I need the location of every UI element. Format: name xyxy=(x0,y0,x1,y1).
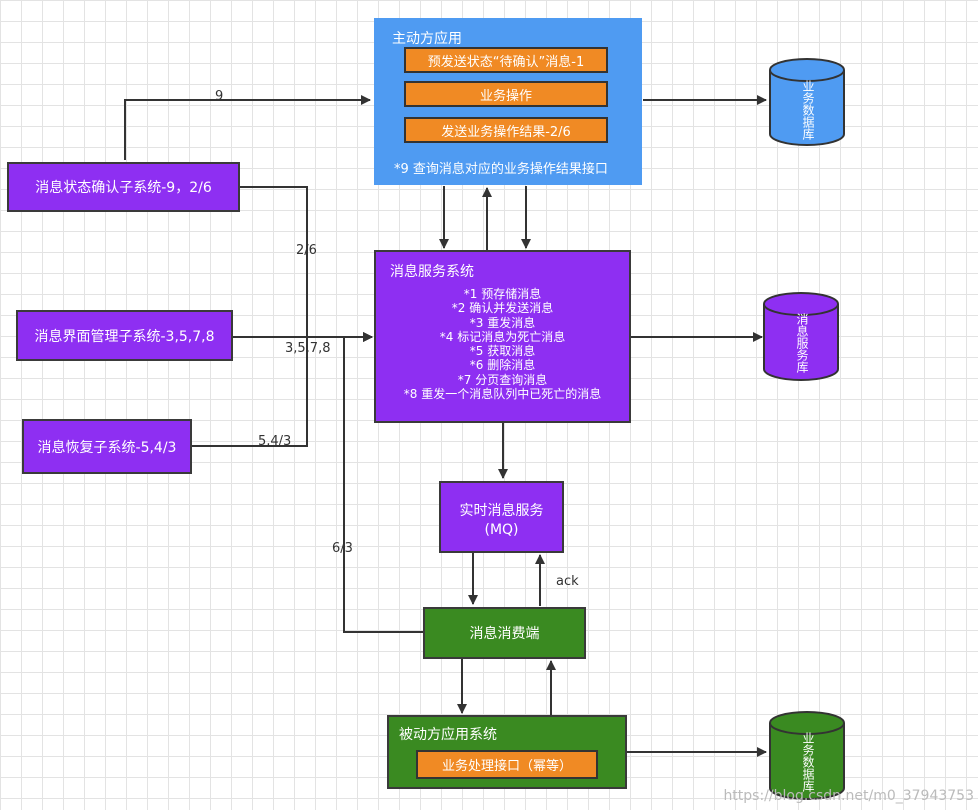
edge-label-3578: 3,5,7,8 xyxy=(285,341,331,356)
active-app-title: 主动方应用 xyxy=(392,31,462,47)
realtime-mq-box: 实时消息服务 (MQ) xyxy=(439,481,564,553)
active-app-note: *9 查询消息对应的业务操作结果接口 xyxy=(394,162,608,177)
passive-app-box: 被动方应用系统 业务处理接口（幂等） xyxy=(387,715,627,789)
msg-service-title: 消息服务系统 xyxy=(390,264,474,280)
db-business-top-label: 业务数据库 xyxy=(801,80,815,140)
msg-service-item: *4 标记消息为死亡消息 xyxy=(439,329,566,344)
msg-service-list: *1 预存储消息 *2 确认并发送消息 *3 重发消息 *4 标记消息为死亡消息… xyxy=(376,287,629,401)
active-step-presend: 预发送状态“待确认”消息-1 xyxy=(404,47,608,73)
active-step-send-result: 发送业务操作结果-2/6 xyxy=(404,117,608,143)
msg-service-box: 消息服务系统 *1 预存储消息 *2 确认并发送消息 *3 重发消息 *4 标记… xyxy=(374,250,631,423)
passive-app-api: 业务处理接口（幂等） xyxy=(416,750,598,779)
watermark: https://blog.csdn.net/m0_37943753 xyxy=(723,788,974,804)
edge-label-6-3: 6/3 xyxy=(332,541,353,556)
edge-label-543: 5,4/3 xyxy=(258,434,292,449)
msg-service-item: *2 确认并发送消息 xyxy=(451,301,554,316)
active-app-box: 主动方应用 预发送状态“待确认”消息-1 业务操作 发送业务操作结果-2/6 *… xyxy=(374,18,642,185)
db-business-bottom-label: 业务数据库 xyxy=(801,732,815,792)
db-business-bottom-shape xyxy=(769,711,845,800)
msg-service-item: *6 删除消息 xyxy=(469,358,536,373)
edge-2-6 xyxy=(240,186,373,342)
msg-service-item: *8 重发一个消息队列中已死亡的消息 xyxy=(403,387,602,402)
msg-service-item: *7 分页查询消息 xyxy=(457,372,548,387)
msg-service-item: *1 预存储消息 xyxy=(463,287,542,301)
edge-label-ack: ack xyxy=(556,574,579,589)
db-business-top-shape xyxy=(769,58,845,146)
passive-app-title: 被动方应用系统 xyxy=(399,727,497,743)
edge-label-9: 9 xyxy=(215,89,224,104)
realtime-title: 实时消息服务 xyxy=(459,503,544,519)
edge-9 xyxy=(124,95,371,160)
edge-6-3 xyxy=(343,332,424,633)
edge-label-2-6: 2/6 xyxy=(296,243,317,258)
status-confirm-subsystem: 消息状态确认子系统-9，2/6 xyxy=(7,162,240,212)
msg-service-item: *5 获取消息 xyxy=(469,344,536,359)
db-msg-service-shape xyxy=(763,292,839,381)
ui-manage-subsystem: 消息界面管理子系统-3,5,7,8 xyxy=(16,310,233,361)
active-step-business: 业务操作 xyxy=(404,81,608,107)
msg-consumer-box: 消息消费端 xyxy=(423,607,586,659)
db-msg-service-label: 消息服务库 xyxy=(795,313,809,373)
recovery-subsystem: 消息恢复子系统-5,4/3 xyxy=(22,419,192,474)
realtime-mq-label: (MQ) xyxy=(484,522,519,538)
msg-service-item: *3 重发消息 xyxy=(469,315,536,330)
edge-543 xyxy=(192,337,308,447)
